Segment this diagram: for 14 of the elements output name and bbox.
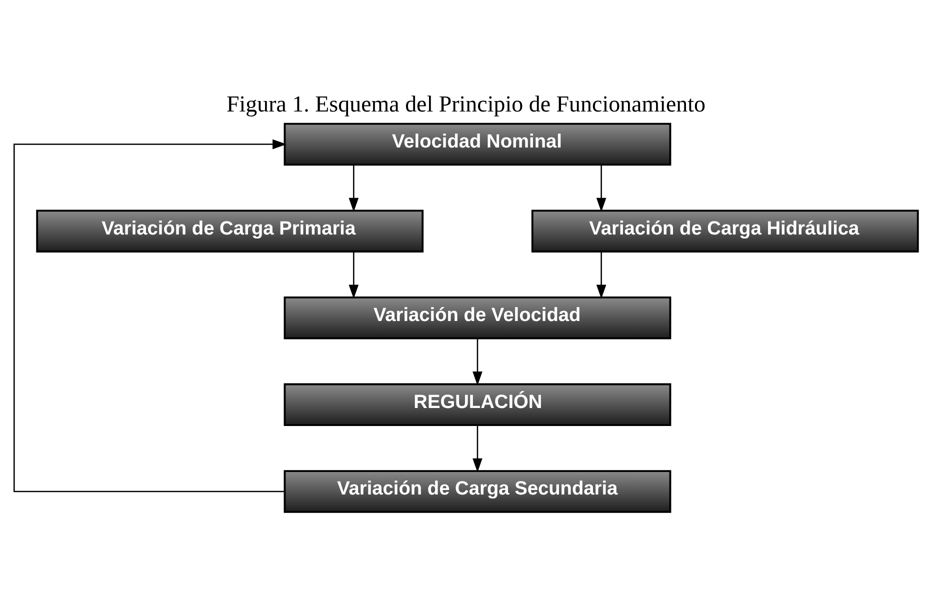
node-box: Variación de Carga Primaria (36, 209, 424, 252)
arrow (348, 164, 359, 212)
arrow (14, 138, 287, 492)
node-box: REGULACIÓN (284, 382, 672, 426)
node-box: Variación de Carga Hidráulica (531, 209, 919, 252)
diagram-title: Figura 1. Esquema del Principio de Funcionamiento (226, 91, 706, 116)
arrow (472, 338, 482, 386)
arrow (472, 424, 482, 472)
arrow (348, 251, 359, 298)
node-box: Velocidad Nominal (284, 122, 672, 166)
node-box: Variación de Velocidad (284, 296, 672, 339)
arrow (596, 164, 606, 212)
arrow (596, 251, 606, 298)
node-box: Variación de Carga Secundaria (284, 470, 672, 512)
